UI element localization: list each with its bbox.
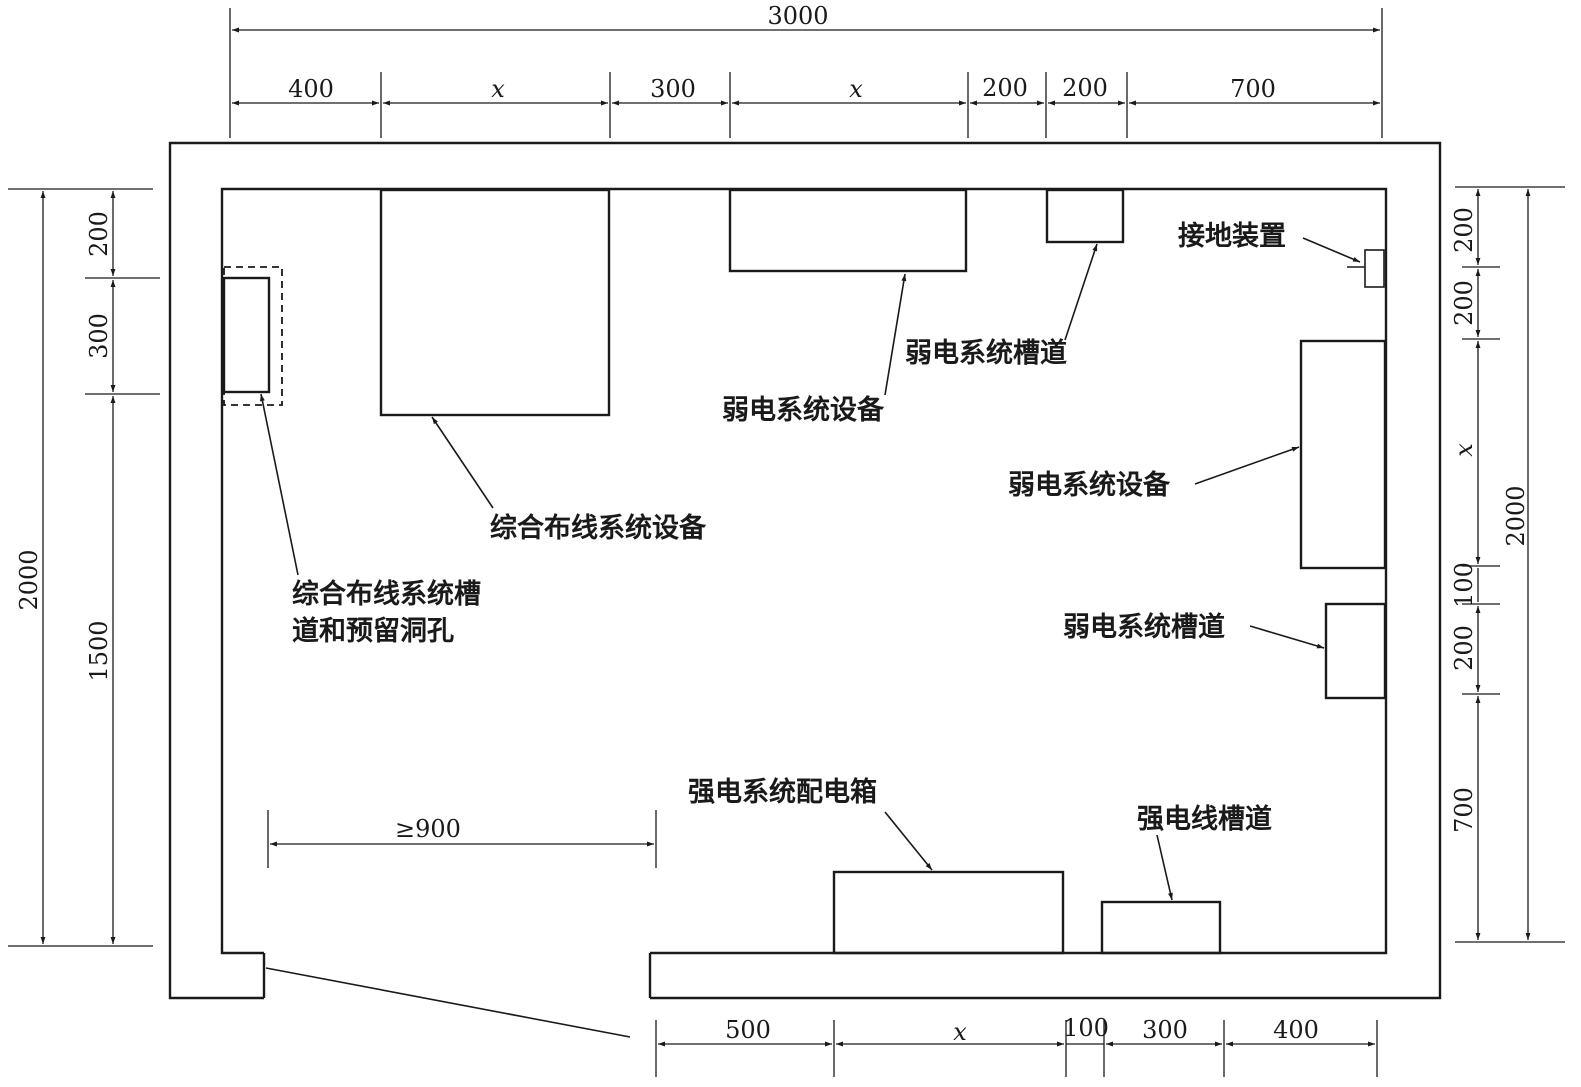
outer-wall-outline [168,141,1442,1000]
dim-bottom-300: 300 [1142,1016,1188,1044]
dim-right-200b: 200 [1450,280,1478,326]
dim-bottom-100: 100 [1063,1014,1109,1042]
weak-equipment-right-box [1299,339,1387,570]
dim-top-x1: x [491,75,505,103]
leader-weak-tray-top [1064,243,1098,341]
dim-right-100: 100 [1450,562,1478,608]
dim-right-200a: 200 [1450,207,1478,253]
label-weak-equip-right: 弱电系统设备 [1008,469,1171,501]
dim-right-total: 2000 [1502,485,1530,546]
dim-top-400: 400 [288,75,334,103]
dim-top-200b: 200 [1062,74,1108,102]
cabling-equipment-box [379,188,611,417]
left-dimensions: 2000 200 300 1500 [8,188,160,947]
dim-left-total: 2000 [15,549,43,610]
weak-tray-top-box [1045,188,1125,244]
weak-tray-right-box [1324,602,1387,700]
equipment [222,188,1387,955]
grounding-device-box [1364,249,1385,288]
leader-power-box [884,811,933,871]
dim-top-200a: 200 [982,74,1028,102]
dim-top-300: 300 [650,75,696,103]
dim-top-700: 700 [1230,75,1276,103]
leader-weak-equip-top [884,273,907,396]
power-tray-box [1100,900,1222,955]
labels: 接地装置 弱电系统槽道 弱电系统设备 综合布线系统设备 综合布线系统槽 道和预留… [292,221,1286,835]
dim-left-200: 200 [85,211,113,257]
dim-right-x: x [1450,443,1478,457]
leader-cabling-tray [260,393,299,576]
label-cabling-equip: 综合布线系统设备 [490,512,707,544]
dim-bottom-400: 400 [1273,1016,1319,1044]
leader-weak-tray-right [1249,625,1325,649]
dim-right-700: 700 [1450,787,1478,833]
dim-top-x2: x [849,75,863,103]
dim-right-200c: 200 [1450,625,1478,671]
leader-power-tray [1156,834,1173,901]
leader-weak-equip-right [1194,446,1300,485]
leader-grounding [1302,237,1361,263]
label-cabling-tray-line2: 道和预留洞孔 [292,615,454,647]
leader-lines [260,237,1361,1038]
label-weak-tray-top: 弱电系统槽道 [905,337,1067,369]
cabling-tray-box [222,276,271,394]
dim-left-1500: 1500 [85,620,113,681]
label-power-tray: 强电线槽道 [1137,803,1272,835]
dim-door-clearance: ≥900 [395,815,461,843]
right-dimensions: 2000 200 200 x 100 200 700 [1450,186,1565,943]
label-power-box: 强电系统配电箱 [688,776,877,808]
label-weak-equip-top: 弱电系统设备 [722,394,885,426]
label-weak-tray-right: 弱电系统槽道 [1063,611,1225,643]
door-clearance-dimension: ≥900 [267,810,657,868]
power-distribution-box [832,870,1065,955]
label-cabling-tray-line1: 综合布线系统槽 [292,578,481,610]
bottom-dimensions: 500 x 100 300 400 [655,1014,1378,1077]
dim-top-total: 3000 [767,2,828,30]
dim-bottom-500: 500 [725,1016,771,1044]
dim-left-300: 300 [85,313,113,359]
top-dimensions: 3000 400 x 300 x 200 200 700 [229,2,1383,138]
cabling-reserved-hole [223,266,283,406]
door-swing-line [265,967,631,1038]
leader-cabling-equip [431,416,494,509]
dim-bottom-x: x [953,1018,967,1046]
weak-equipment-top-box [728,188,968,273]
label-grounding: 接地装置 [1178,221,1286,252]
